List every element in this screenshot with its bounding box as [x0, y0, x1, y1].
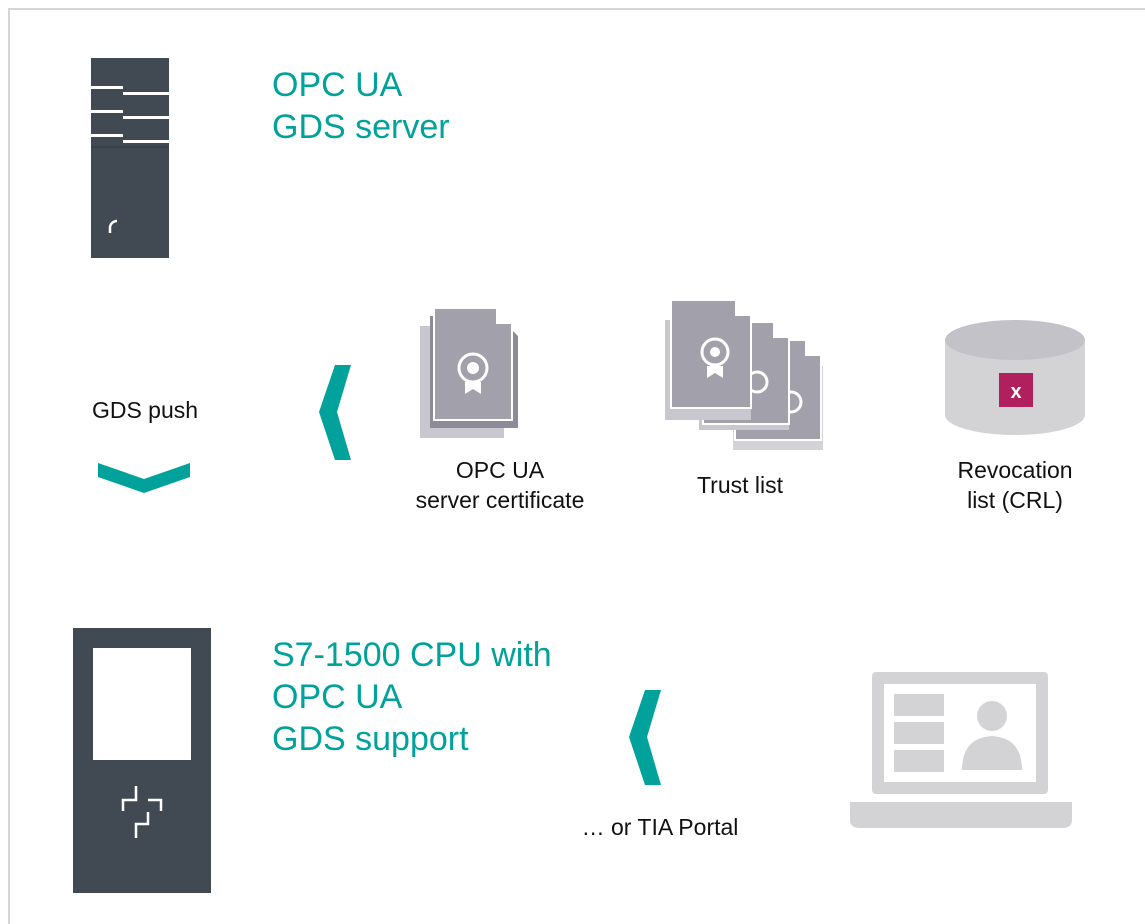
crl-mark: x — [1010, 381, 1021, 403]
diagram-frame — [8, 8, 1145, 924]
chevron-left-icon — [629, 690, 661, 785]
cpu-title-line-3: GDS support — [272, 720, 469, 758]
certificate-label-line-2: server certificate — [415, 487, 585, 513]
tia-portal-label: … or TIA Portal — [581, 814, 739, 840]
chevron-left-icon — [319, 365, 351, 460]
chevron-down-icon — [98, 463, 190, 493]
certificate-label-line-1: OPC UA — [455, 457, 545, 483]
trust-list-label: Trust list — [696, 472, 784, 498]
laptop-icon — [850, 672, 1072, 828]
certificate-icon — [420, 308, 518, 438]
gds-push-label: GDS push — [91, 397, 199, 423]
revocation-label-line-1: Revocation — [957, 457, 1073, 483]
cpu-title-line-2: OPC UA — [272, 678, 403, 716]
gds-server-title: OPC UA GDS server — [272, 64, 450, 148]
cpu-title: S7-1500 CPU with OPC UA GDS support — [272, 634, 552, 760]
revocation-label-line-2: list (CRL) — [967, 487, 1063, 513]
gds-server-title-line-1: OPC UA — [272, 66, 403, 104]
revocation-label: Revocation list (CRL) — [930, 455, 1100, 515]
gds-server-title-line-2: GDS server — [272, 108, 450, 146]
plc-cpu-icon — [73, 628, 211, 893]
certificate-stack-icon — [665, 300, 823, 450]
server-tower-icon — [91, 58, 169, 258]
certificate-label: OPC UA server certificate — [380, 455, 620, 515]
revocation-database-icon: x — [945, 320, 1085, 435]
cpu-title-line-1: S7-1500 CPU with — [272, 636, 552, 674]
